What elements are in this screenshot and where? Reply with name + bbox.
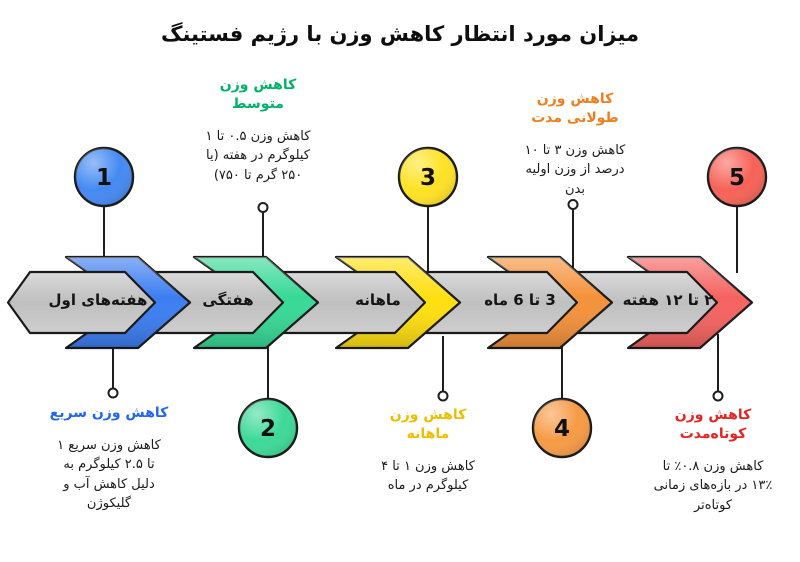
stage-segment-1 <box>6 270 157 335</box>
callout-description: کاهش وزن سریع ۱ تا ۲.۵ کیلوگرم به دلیل ک… <box>57 437 161 512</box>
step-circles: 1 2 3 4 5 <box>73 146 768 459</box>
stage-label-2: هفتگی <box>202 291 254 309</box>
ring-callout-4 <box>567 199 579 210</box>
ring-callout-2 <box>257 202 269 213</box>
connector-lines <box>103 206 738 400</box>
callout-heading: کاهش وزن کوتاه‌مدت <box>674 407 752 442</box>
step-circle-5: 5 <box>706 146 768 208</box>
callout-description: کاهش وزن ۰.۵ تا ۱ کیلوگرم در هفته (یا ۲۵… <box>205 128 311 183</box>
callout-heading: کاهش وزن طولانی مدت <box>531 91 619 126</box>
step-number-4: 4 <box>554 416 570 442</box>
stage-label-1: هفته‌های اول <box>48 291 148 309</box>
step-circle-4: 4 <box>531 397 593 459</box>
callout-description: کاهش وزن ۳ تا ۱۰ درصد از وزن اولیه بدن <box>524 142 626 197</box>
stage-label-5: ۲ تا ۱۲ هفته <box>622 291 714 309</box>
callout-step-4: کاهش وزن طولانی مدت کاهش وزن ۳ تا ۱۰ درص… <box>495 90 655 199</box>
ring-callout-3 <box>437 390 449 402</box>
band-shine <box>336 257 460 348</box>
step-number-1: 1 <box>96 165 112 191</box>
callout-heading: کاهش وزن متوسط <box>219 77 297 112</box>
callout-description: کاهش وزن ۱ تا ۴ کیلوگرم در ماه <box>381 458 475 494</box>
connector-rings <box>107 199 724 402</box>
timeline-arrow <box>6 255 754 350</box>
ring-callout-1 <box>107 387 119 399</box>
callout-heading: کاهش وزن ماهانه <box>389 407 467 442</box>
ring-callout-5 <box>712 390 724 402</box>
callout-description: کاهش وزن ۰.۸٪ تا ۱۳٪ در بازه‌های زمانی ک… <box>653 458 773 513</box>
page-title: میزان مورد انتظار کاهش وزن با رژیم فستین… <box>160 22 640 46</box>
band-shine <box>194 257 318 348</box>
step-circle-3: 3 <box>397 146 459 208</box>
band-shine <box>628 257 752 348</box>
stage-label-4: 3 تا 6 ماه <box>484 291 556 309</box>
step-number-5: 5 <box>729 165 745 191</box>
band-shine <box>66 257 190 348</box>
callout-step-2: کاهش وزن متوسط کاهش وزن ۰.۵ تا ۱ کیلوگرم… <box>178 76 338 185</box>
callout-step-3: کاهش وزن ماهانه کاهش وزن ۱ تا ۴ کیلوگرم … <box>350 406 506 496</box>
callout-step-5: کاهش وزن کوتاه‌مدت کاهش وزن ۰.۸٪ تا ۱۳٪ … <box>634 406 792 515</box>
callout-heading: کاهش وزن سریع <box>49 405 169 421</box>
band-shine <box>488 257 612 348</box>
step-circle-1: 1 <box>73 146 135 208</box>
step-number-3: 3 <box>420 165 436 191</box>
callout-step-1: کاهش وزن سریع کاهش وزن سریع ۱ تا ۲.۵ کیل… <box>28 404 190 514</box>
step-circle-2: 2 <box>237 397 299 459</box>
stage-label-3: ماهانه <box>355 291 401 309</box>
step-number-2: 2 <box>260 416 276 442</box>
